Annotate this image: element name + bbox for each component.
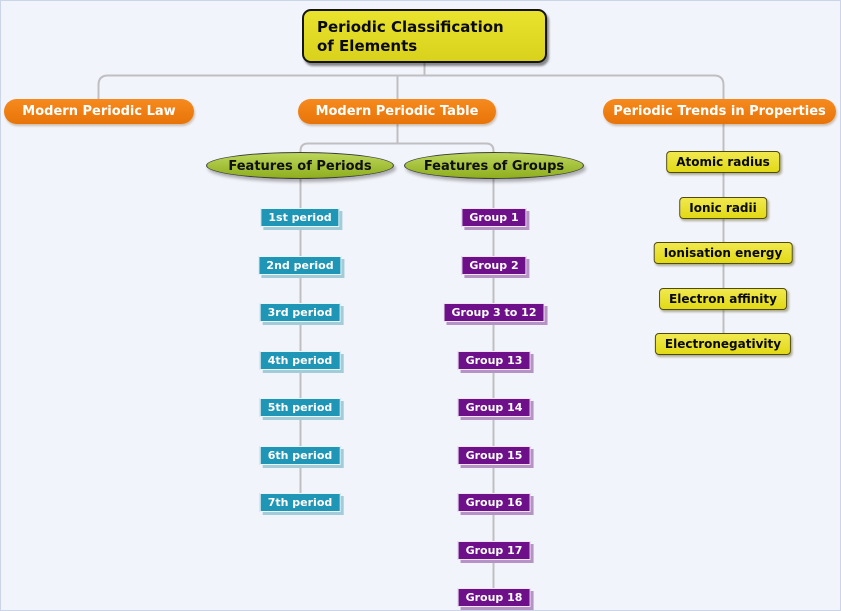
node-features-of-periods[interactable]: Features of Periods — [206, 152, 394, 179]
node-atomic-radius[interactable]: Atomic radius — [666, 151, 780, 173]
node-period-4[interactable]: 4th period — [259, 351, 341, 370]
node-electronegativity[interactable]: Electronegativity — [654, 333, 792, 355]
node-ionisation-energy[interactable]: Ionisation energy — [653, 242, 793, 264]
node-group-15[interactable]: Group 15 — [457, 446, 531, 465]
node-ionic-radii[interactable]: Ionic radii — [679, 197, 767, 219]
node-group-14[interactable]: Group 14 — [457, 398, 531, 417]
branch-modern-periodic-law[interactable]: Modern Periodic Law — [4, 99, 194, 124]
connector-subtopic-bus — [299, 142, 495, 159]
node-period-6[interactable]: 6th period — [259, 446, 341, 465]
node-group-17[interactable]: Group 17 — [457, 541, 531, 560]
node-period-3[interactable]: 3rd period — [259, 303, 341, 322]
branch-modern-periodic-table[interactable]: Modern Periodic Table — [298, 99, 496, 124]
node-period-2[interactable]: 2nd period — [258, 256, 342, 275]
root-node[interactable]: Periodic Classification of Elements — [302, 9, 547, 63]
node-group-16[interactable]: Group 16 — [457, 493, 531, 512]
node-features-of-groups[interactable]: Features of Groups — [404, 152, 584, 179]
node-group-2[interactable]: Group 2 — [461, 256, 527, 275]
node-period-5[interactable]: 5th period — [259, 398, 341, 417]
node-group-1[interactable]: Group 1 — [461, 208, 527, 227]
branch-periodic-trends-in-properties[interactable]: Periodic Trends in Properties — [603, 99, 836, 124]
node-group-13[interactable]: Group 13 — [457, 351, 531, 370]
node-electron-affinity[interactable]: Electron affinity — [659, 288, 787, 310]
node-group-18[interactable]: Group 18 — [457, 588, 531, 607]
node-period-7[interactable]: 7th period — [259, 493, 341, 512]
node-period-1[interactable]: 1st period — [260, 208, 340, 227]
node-group-3-to-12[interactable]: Group 3 to 12 — [443, 303, 545, 322]
connector-branch-bus — [97, 74, 725, 343]
